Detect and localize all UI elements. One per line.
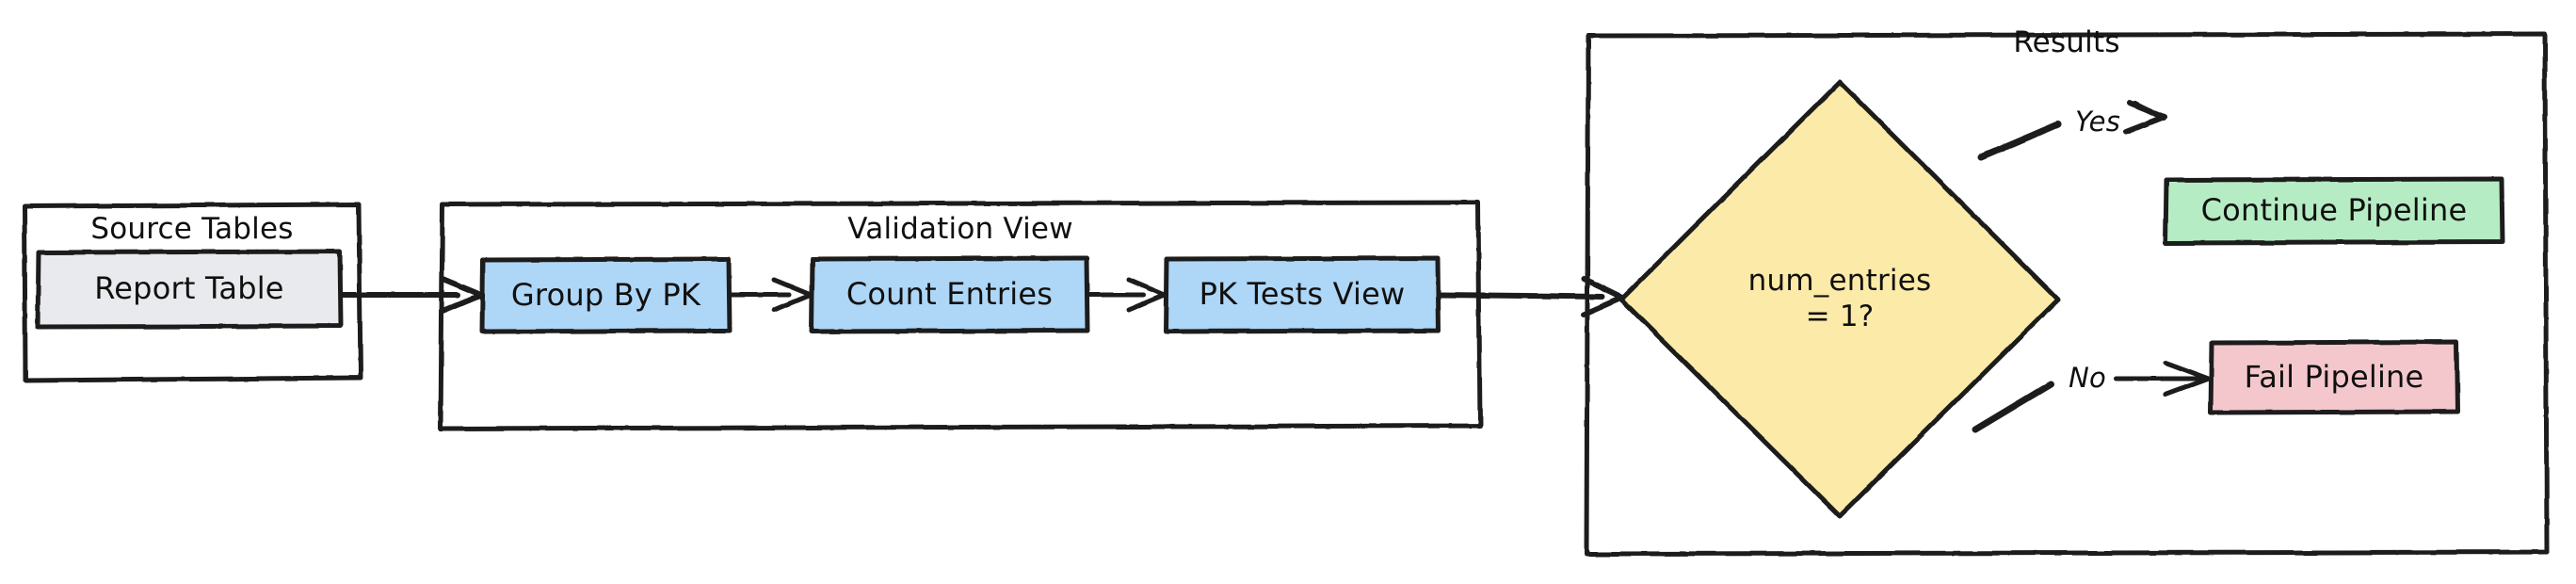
node-shape-group-by-pk[interactable] (479, 256, 733, 334)
node-shape-pk-tests-view[interactable] (1163, 255, 1441, 334)
node-shape-fail-pipeline[interactable] (2208, 339, 2460, 415)
node-shape-num-entries-decision[interactable] (1618, 79, 2061, 519)
node-shape-count-entries[interactable] (809, 255, 1090, 334)
node-shape-continue-pipeline[interactable] (2163, 176, 2505, 246)
node-shape-report-table[interactable] (35, 249, 344, 330)
edge-decision-yes-to-continue-pipeline (1977, 100, 2167, 161)
